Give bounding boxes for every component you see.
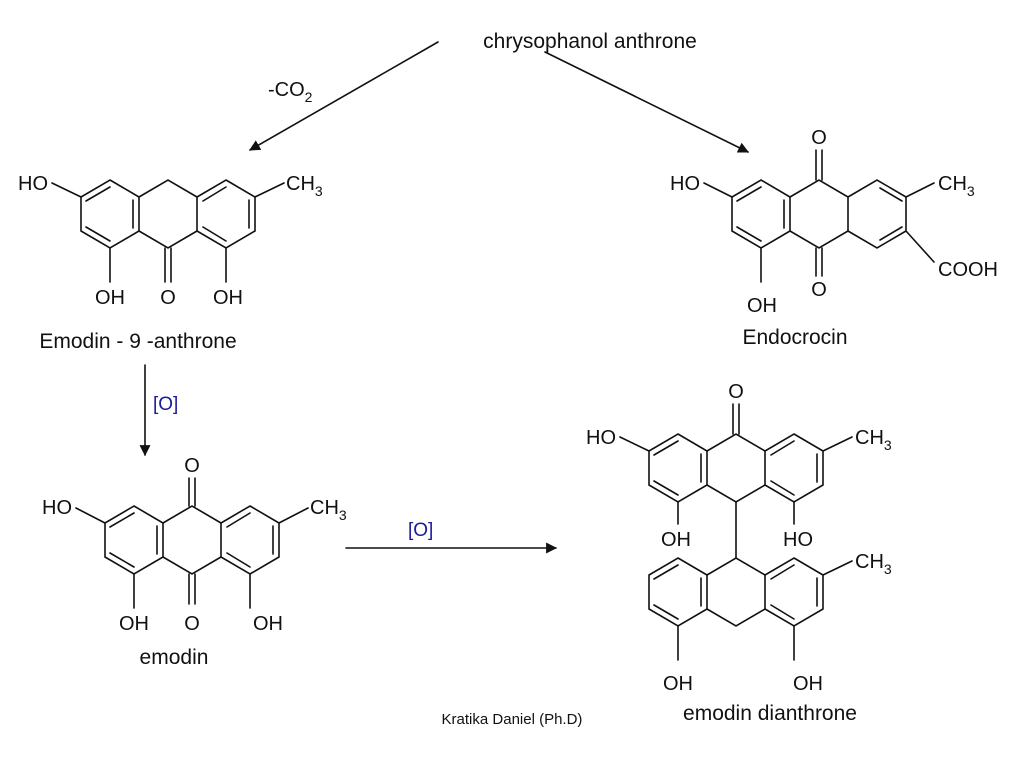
decarboxylation-label: -CO2 bbox=[268, 79, 313, 105]
emodin-anthrone-structure: HO CH3 OH O OH bbox=[18, 173, 323, 309]
endocrocin-ho: HO bbox=[670, 173, 700, 195]
oxidation-2-label: [O] bbox=[408, 520, 433, 541]
dianthrone-lower-oh2: OH bbox=[793, 673, 823, 695]
emodin-ho: HO bbox=[42, 497, 72, 519]
endocrocin-label: Endocrocin bbox=[742, 326, 847, 349]
emodin-label: emodin bbox=[140, 646, 209, 669]
dianthrone-upper-oh2: HO bbox=[783, 529, 813, 551]
dianthrone-lower-ch3: CH3 bbox=[855, 551, 892, 577]
endocrocin-oxo-bottom: O bbox=[811, 279, 827, 301]
emodin-oxo-top: O bbox=[184, 455, 200, 477]
dianthrone-upper-oh1: OH bbox=[661, 529, 691, 551]
endocrocin-ch3: CH3 bbox=[938, 173, 975, 199]
arrows bbox=[139, 41, 749, 554]
dianthrone-lower-oh1: OH bbox=[663, 673, 693, 695]
emodin-dianthrone-label: emodin dianthrone bbox=[683, 702, 857, 725]
endocrocin-oh: OH bbox=[747, 295, 777, 317]
arrow-to-emodin-anthrone bbox=[249, 41, 439, 151]
dianthrone-upper-ch3: CH3 bbox=[855, 427, 892, 453]
arrow-to-endocrocin bbox=[544, 51, 749, 153]
dianthrone-oxo: O bbox=[728, 381, 744, 403]
emodin-oxo-bottom: O bbox=[184, 613, 200, 635]
author-credit: Kratika Daniel (Ph.D) bbox=[442, 711, 583, 728]
emodin-anthrone-ho: HO bbox=[18, 173, 48, 195]
emodin-anthrone-oh2: OH bbox=[213, 287, 243, 309]
oxidation-1-label: [O] bbox=[153, 394, 178, 415]
emodin-anthrone-oxo: O bbox=[160, 287, 176, 309]
chrysophanol-anthrone-label: chrysophanol anthrone bbox=[483, 30, 697, 53]
emodin-dianthrone-structure: O HO CH3 OH HO CH3 OH OH bbox=[586, 381, 892, 695]
endocrocin-oxo-top: O bbox=[811, 127, 827, 149]
emodin-structure: O O HO CH3 OH OH bbox=[42, 455, 347, 635]
emodin-anthrone-label: Emodin - 9 -anthrone bbox=[39, 330, 236, 353]
emodin-anthrone-oh1: OH bbox=[95, 287, 125, 309]
emodin-ch3: CH3 bbox=[310, 497, 347, 523]
dianthrone-upper-ho: HO bbox=[586, 427, 616, 449]
emodin-anthrone-ch3: CH3 bbox=[286, 173, 323, 199]
emodin-oh2: OH bbox=[253, 613, 283, 635]
emodin-oh1: OH bbox=[119, 613, 149, 635]
endocrocin-cooh: COOH bbox=[938, 259, 998, 281]
endocrocin-structure: O O HO CH3 COOH OH bbox=[670, 127, 998, 317]
